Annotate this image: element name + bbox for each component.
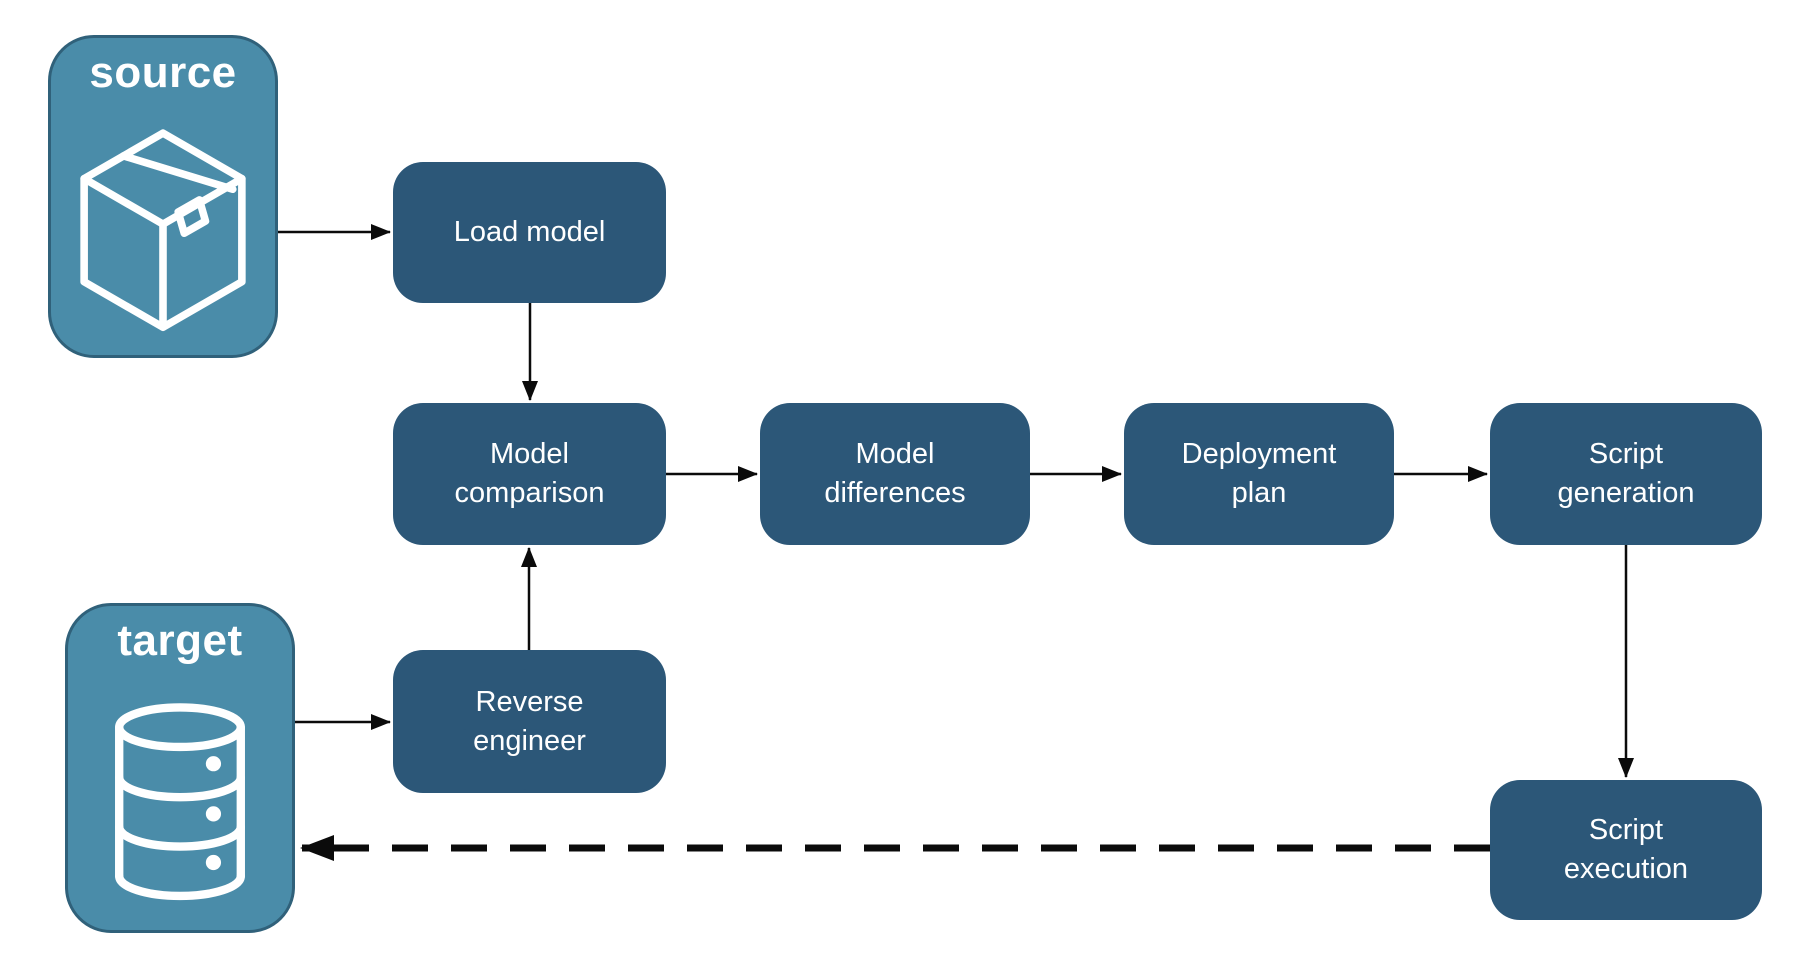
- process-deployment-plan-label-line1: Deployment: [1181, 438, 1337, 470]
- process-script-generation: Script generation: [1490, 403, 1762, 545]
- process-reverse-engineer-label-line2: engineer: [473, 724, 586, 757]
- entity-target: target: [65, 603, 295, 933]
- process-model-comparison-label-line2: comparison: [454, 477, 605, 509]
- process-deployment-plan-label-line2: plan: [1231, 477, 1287, 509]
- process-model-differences: Model differences: [760, 403, 1030, 545]
- process-load-model-label: Load model: [453, 216, 606, 248]
- database-icon: [115, 702, 245, 900]
- process-script-generation-label-line1: Script: [1588, 438, 1664, 470]
- process-script-generation-label-line2: generation: [1557, 477, 1695, 509]
- process-load-model: Load model: [393, 162, 666, 303]
- entity-target-label: target: [117, 616, 243, 665]
- process-model-comparison-label-line1: Model: [490, 438, 569, 470]
- process-script-execution-label-line2: execution: [1563, 853, 1689, 885]
- process-reverse-engineer-label-line1: Reverse: [475, 685, 584, 718]
- process-script-execution: Script execution: [1490, 780, 1762, 920]
- package-icon: [80, 128, 246, 331]
- process-model-comparison: Model comparison: [393, 403, 666, 545]
- process-model-differences-label-line1: Model: [855, 438, 935, 470]
- entity-source-label: source: [89, 48, 237, 97]
- process-script-execution-label-line1: Script: [1588, 814, 1664, 846]
- process-model-differences-label-line2: differences: [824, 477, 966, 509]
- process-reverse-engineer: Reverse engineer: [393, 650, 666, 793]
- entity-source: source: [48, 35, 278, 358]
- process-deployment-plan: Deployment plan: [1124, 403, 1394, 545]
